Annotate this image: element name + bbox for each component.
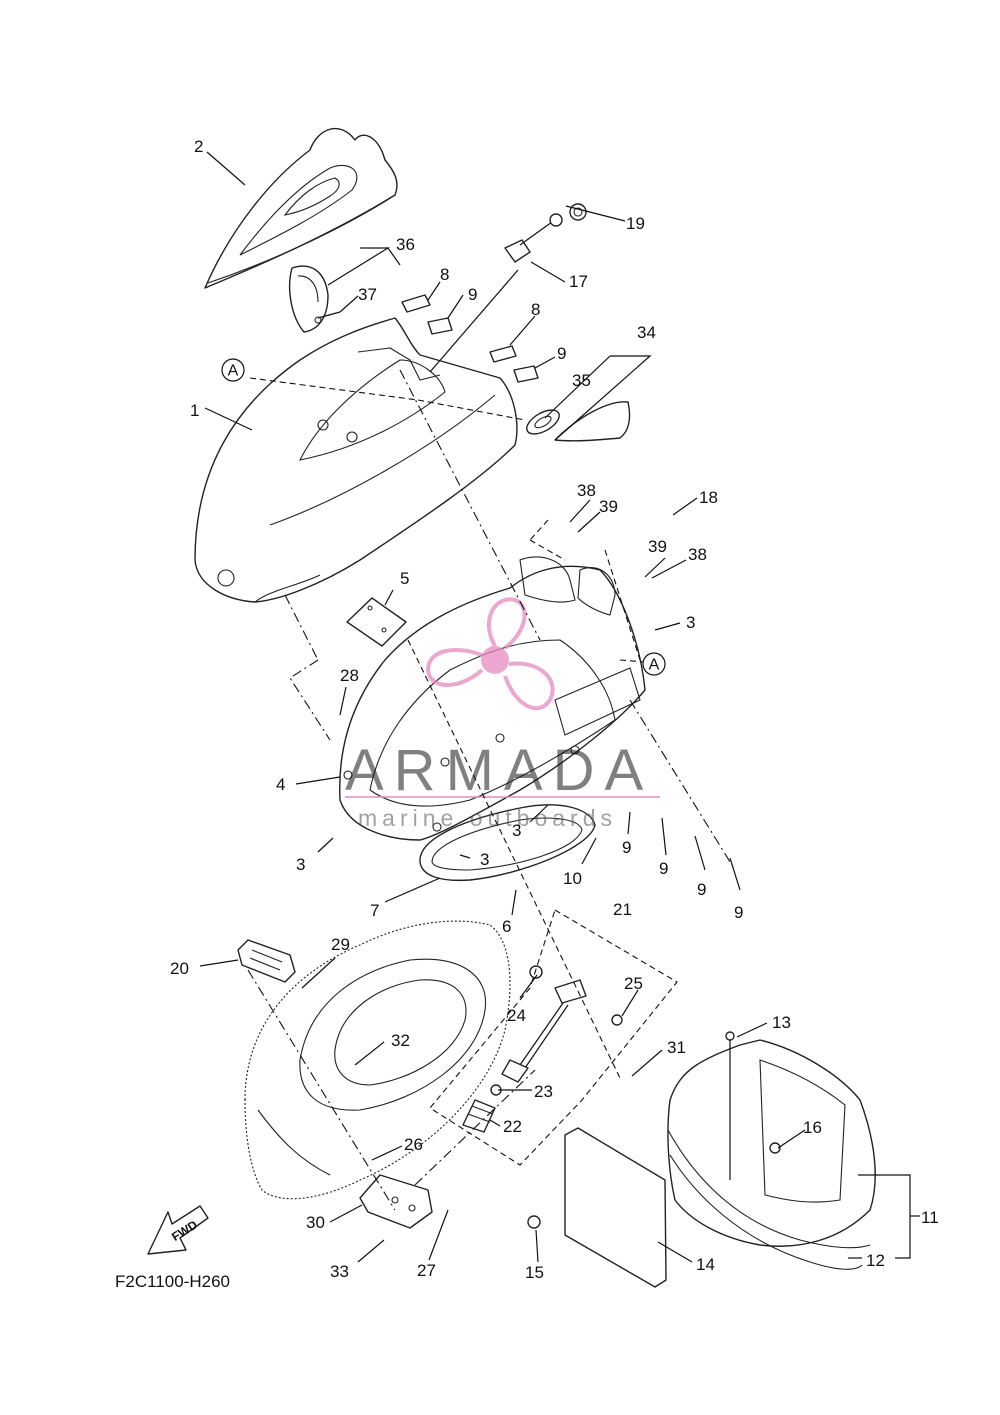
- callout-25: 25: [624, 974, 643, 993]
- callout-3: 3: [480, 850, 489, 869]
- callout-8: 8: [531, 300, 540, 319]
- callout-5: 5: [400, 569, 409, 588]
- callout-19: 19: [626, 214, 645, 233]
- callout-9: 9: [697, 880, 706, 899]
- svg-text:A: A: [649, 657, 660, 674]
- callout-1: 1: [190, 401, 199, 420]
- part-34-vent: [526, 401, 631, 442]
- callout-16: 16: [803, 1118, 822, 1137]
- callouts: 2 36 37 8 9 17 19 8 9 34 35 1 38 39 18 3…: [170, 137, 939, 1282]
- callout-3: 3: [686, 613, 695, 632]
- part-pads-upper: [401, 294, 539, 383]
- reference-marker-a-lower: A: [642, 652, 666, 676]
- callout-24: 24: [507, 1006, 526, 1025]
- callout-18: 18: [699, 488, 718, 507]
- callout-30: 30: [306, 1213, 325, 1232]
- assembly-lines: [247, 369, 736, 1211]
- callout-13: 13: [772, 1013, 791, 1032]
- svg-text:A: A: [228, 363, 239, 380]
- callout-39: 39: [648, 537, 667, 556]
- callout-17: 17: [569, 272, 588, 291]
- callout-15: 15: [525, 1263, 544, 1282]
- callout-38: 38: [577, 481, 596, 500]
- callout-31: 31: [667, 1038, 686, 1057]
- part-36-side-cover: [289, 265, 341, 333]
- part-7-ring: [419, 804, 596, 882]
- callout-11: 11: [921, 1208, 939, 1227]
- callout-21: 21: [613, 900, 632, 919]
- callout-34: 34: [637, 323, 656, 342]
- part-1-front-hood: [194, 317, 518, 603]
- callout-14: 14: [696, 1255, 715, 1274]
- reference-marker-a-upper: A: [221, 358, 245, 382]
- callout-2: 2: [194, 137, 203, 156]
- callout-4: 4: [276, 775, 285, 794]
- callout-23: 23: [534, 1082, 553, 1101]
- callout-9: 9: [468, 285, 477, 304]
- callout-38: 38: [688, 545, 707, 564]
- part-14-plate: [527, 1127, 667, 1288]
- lower-hull-outline: [244, 920, 511, 1200]
- diagram-code: F2C1100-H260: [115, 1272, 230, 1291]
- callout-9: 9: [557, 344, 566, 363]
- callout-32: 32: [391, 1031, 410, 1050]
- callout-7: 7: [370, 901, 379, 920]
- part-21-strut-kit: [462, 965, 623, 1133]
- part-17-cable: [504, 203, 587, 263]
- callout-12: 12: [866, 1251, 885, 1270]
- callout-29: 29: [331, 935, 350, 954]
- callout-28: 28: [340, 666, 359, 685]
- leader-lines: [199, 151, 920, 1263]
- watermark-tagline: marine outboards: [358, 805, 617, 831]
- callout-9: 9: [622, 838, 631, 857]
- callout-37: 37: [358, 285, 377, 304]
- callout-33: 33: [330, 1262, 349, 1281]
- part-30-bracket: [359, 1174, 433, 1229]
- watermark-logo: [425, 597, 555, 711]
- fwd-arrow-icon: FWD: [147, 1205, 209, 1255]
- callout-20: 20: [170, 959, 189, 978]
- part-2-deck-cover: [204, 127, 398, 289]
- callout-26: 26: [404, 1135, 423, 1154]
- callout-8: 8: [440, 265, 449, 284]
- callout-3: 3: [512, 821, 521, 840]
- part-4-inner-frame: [339, 556, 646, 841]
- watermark-logo-center: [481, 646, 509, 674]
- callout-22: 22: [503, 1117, 522, 1136]
- part-20-bracket: [237, 939, 296, 983]
- callout-6: 6: [502, 917, 511, 936]
- callout-35: 35: [572, 371, 591, 390]
- callout-3: 3: [296, 855, 305, 874]
- callout-9: 9: [734, 903, 743, 922]
- callout-10: 10: [563, 869, 582, 888]
- callout-27: 27: [417, 1261, 436, 1280]
- callout-39: 39: [599, 497, 618, 516]
- callout-36: 36: [396, 235, 415, 254]
- part-5-plate: [346, 597, 407, 647]
- part-11-storage-bin: [667, 1031, 876, 1270]
- callout-9: 9: [659, 859, 668, 878]
- watermark-brand: ARMADA: [345, 738, 653, 803]
